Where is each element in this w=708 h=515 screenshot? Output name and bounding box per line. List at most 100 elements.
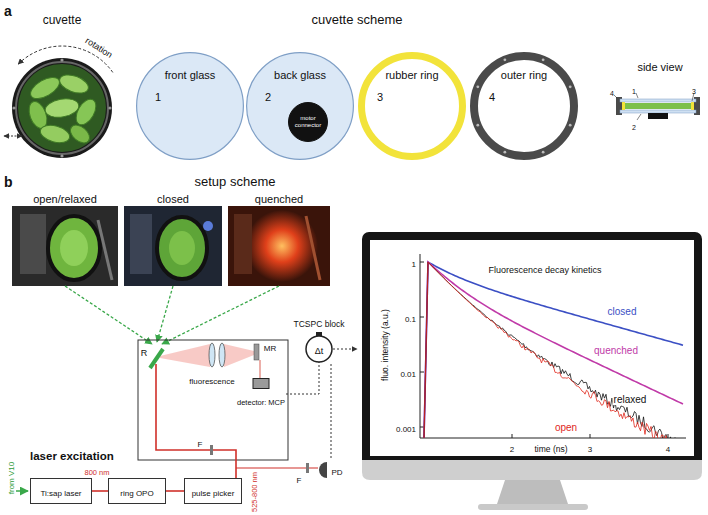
- text-holder: Ti:sap laser: [40, 482, 81, 500]
- label-holder: open/relaxed: [33, 189, 97, 207]
- label-text: open/relaxed: [33, 193, 97, 205]
- optical-setup-part: [138, 340, 288, 460]
- label-text: quenched: [255, 193, 303, 205]
- screw-hole: [476, 124, 479, 127]
- optical-setup-part: [156, 364, 236, 478]
- monitor: [362, 232, 702, 510]
- outer-ring-text: outer ring: [501, 69, 547, 81]
- label-text: cuvette: [43, 14, 82, 27]
- photo-pointer-part: [65, 286, 152, 344]
- label-holder: 0.001: [396, 418, 416, 436]
- label-holder: open: [554, 417, 578, 435]
- side-view-drawing-part: [620, 99, 696, 102]
- label-text: 0.1: [405, 316, 416, 325]
- outer-ring-shape: [470, 52, 578, 160]
- label-text: open: [554, 422, 578, 433]
- label-text: Fluorescence decay kinetics: [487, 266, 602, 276]
- label-text: time (ns): [534, 445, 567, 454]
- label-holder: b: [4, 173, 13, 191]
- photo-pointer: [65, 286, 279, 344]
- tcspc-block: TCSPC blockΔt: [288, 316, 350, 362]
- label-holder: MR: [264, 337, 276, 355]
- laser-box: Ti:sap laser: [30, 478, 92, 504]
- motor-connector-text: motor connector: [291, 115, 325, 128]
- optical-setup-part: [210, 445, 213, 455]
- label-text: 2: [632, 124, 636, 132]
- text-holder: motor connector: [291, 113, 325, 131]
- photo-closed: [124, 206, 222, 286]
- text-holder: pulse picker: [192, 482, 235, 500]
- label-holder: 1: [412, 253, 416, 271]
- plot-axes: [420, 254, 686, 438]
- text-holder: ring OPO: [120, 482, 153, 500]
- optical-setup-part: [219, 343, 225, 367]
- open-curve: [424, 262, 684, 438]
- leaf-sample-part: [72, 96, 100, 128]
- rubber-ring-outline: [362, 56, 463, 157]
- text-holder: 2: [265, 87, 271, 105]
- label-holder: 1: [632, 80, 636, 98]
- rubber-ring: rubber ring3: [358, 52, 466, 160]
- label-holder: 800 nm: [84, 461, 109, 479]
- label-text: F: [297, 477, 302, 486]
- opo-box-text: ring OPO: [120, 490, 153, 499]
- text-holder: back glass: [274, 65, 326, 83]
- cuvette-photo-part: [12, 106, 15, 109]
- screw-hole: [542, 151, 545, 154]
- photo-open-part: [12, 206, 118, 286]
- label-holder: quenched: [593, 340, 639, 358]
- rubber-ring-text: rubber ring: [385, 69, 438, 81]
- outer-ring: outer ring4: [470, 52, 578, 160]
- label-text: 3: [588, 446, 592, 455]
- laser-beam: [92, 490, 108, 492]
- stopwatch-outline: [306, 336, 332, 362]
- quenched-curve: [424, 262, 683, 438]
- label-text: side view: [637, 61, 682, 73]
- label-text: 3: [692, 88, 696, 96]
- cuvette-photo: [12, 58, 112, 158]
- label-holder: laser excitation: [30, 446, 114, 464]
- photo-open-part: [60, 230, 88, 266]
- label-text: relaxed: [613, 394, 648, 405]
- screw-hole: [503, 58, 506, 61]
- mcp-detector-text: detector: MCP: [236, 399, 286, 407]
- photodiode-text: PD: [331, 469, 342, 478]
- photo-closed-part: [203, 221, 213, 231]
- photo-closed-part: [130, 214, 152, 274]
- label-text: 0.001: [396, 426, 416, 435]
- optical-setup-part: [224, 344, 254, 367]
- back-glass-outline: [247, 53, 354, 160]
- label-holder: time (ns): [534, 438, 567, 456]
- side-view-drawing-part: [636, 93, 638, 98]
- front-glass-shape: [136, 52, 244, 160]
- signal-line: [286, 362, 319, 394]
- screw-hole: [569, 85, 572, 88]
- outer-ring-outline: [474, 56, 574, 156]
- label-text: cuvette scheme: [311, 13, 402, 27]
- text-holder: 1: [155, 87, 161, 105]
- front-glass-text: front glass: [165, 69, 216, 81]
- label-holder: 2: [632, 116, 636, 134]
- cuvette-photo-part: [18, 64, 106, 152]
- plot-axes-part: [420, 262, 424, 427]
- optical-setup-part: [254, 344, 259, 360]
- photodiode: PD: [318, 458, 344, 482]
- photo-quenched-part: [228, 206, 330, 286]
- cuvette-photo-part: [60, 154, 63, 157]
- photo-closed-part: [124, 206, 222, 286]
- label-text: 1: [412, 261, 416, 270]
- label-holder: 0.1: [405, 308, 416, 326]
- back-glass-text: 2: [265, 91, 271, 103]
- optical-setup-part: [209, 343, 215, 367]
- leaf-sample-part: [38, 122, 71, 145]
- optical-setup-part: [306, 463, 309, 473]
- photo-open-part: [98, 220, 112, 280]
- label-text: closed: [157, 193, 189, 205]
- photo-closed-part: [169, 231, 195, 265]
- leaf-sample-part: [67, 122, 93, 147]
- label-holder: side view: [637, 57, 682, 75]
- screw-hole: [542, 58, 545, 61]
- screw-hole: [476, 85, 479, 88]
